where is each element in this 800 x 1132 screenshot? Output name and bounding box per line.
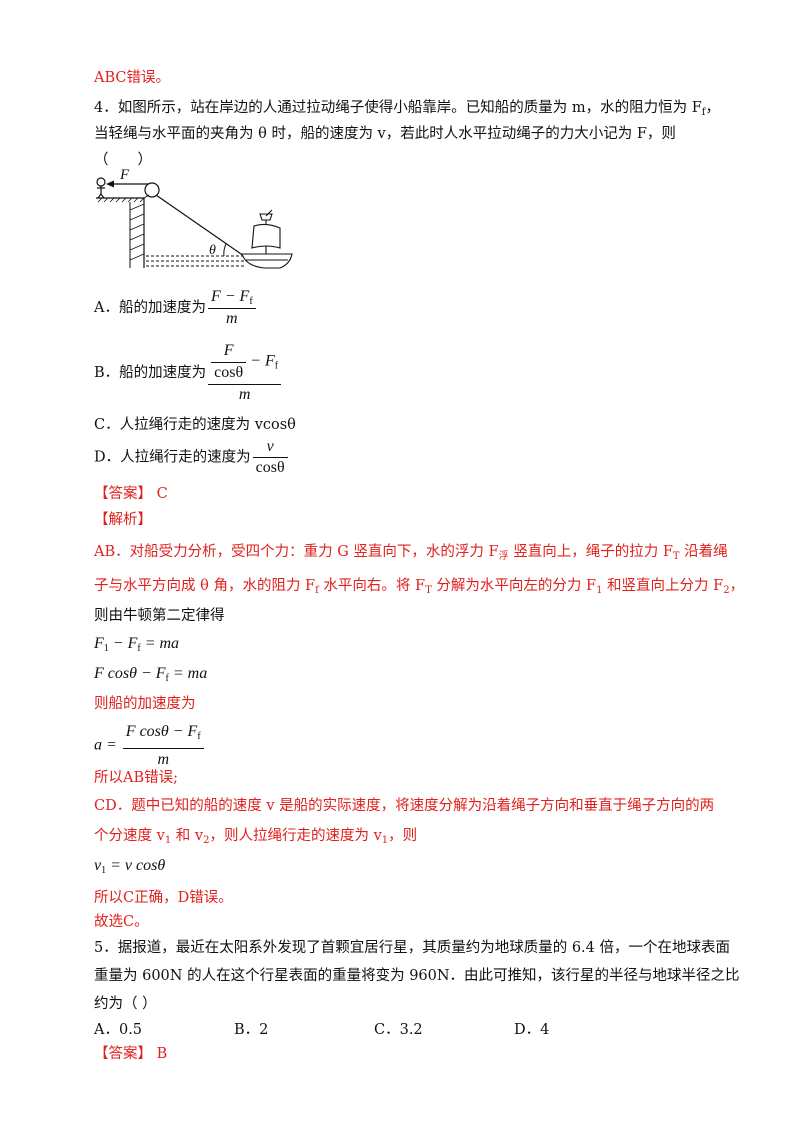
q4-stem-subscript: f [701, 107, 706, 118]
q5-option-c[interactable]: C．3.2 [374, 1022, 423, 1038]
equation-2: F cosθ − Ff = ma [94, 665, 208, 684]
answer-value: C [156, 486, 168, 502]
analysis-para2: 子与水平方向成 θ 角，水的阻力 Ff 水平向右。将 FT 分解为水平向左的分力… [94, 578, 745, 596]
q4-option-c[interactable]: C．人拉绳行走的速度为 vcosθ [94, 417, 296, 433]
equation-4: v1 = v cosθ [94, 857, 166, 876]
answer2-value: B [156, 1046, 168, 1062]
answer-line: 【答案】 C [94, 484, 168, 504]
q4-stem-end: ， [705, 100, 720, 116]
answer2-label: 【答案】 [94, 1046, 152, 1062]
analysis-para3: 则由牛顿第二定律得 [94, 608, 225, 624]
analysis-para7: 个分速度 v1 和 v2，则人拉绳行走的速度为 v1，则 [94, 828, 418, 846]
angle-label: θ [209, 243, 216, 258]
person-icon [96, 177, 106, 199]
equation-1: F1 − Ff = ma [94, 635, 180, 654]
option-d-text: D．人拉绳行走的速度为 [94, 449, 251, 466]
pulley-icon [144, 182, 160, 198]
option-a-text: A．船的加速度为 [94, 300, 206, 316]
q4-stem-line1: 4．如图所示，站在岸边的人通过拉动绳子使得小船靠岸。已知船的质量为 m，水的阻力… [94, 98, 720, 123]
answer-label: 【答案】 [94, 486, 152, 502]
boat-icon [241, 209, 293, 269]
analysis-para4: 则船的加速度为 [94, 696, 196, 712]
q5-stem-line3: 约为（ ） [94, 996, 157, 1012]
force-label: F [119, 168, 130, 183]
q5-stem-line2: 重量为 600N 的人在这个行星表面的重量将变为 960N．由此可推知，该行星的… [94, 968, 740, 984]
analysis-para9: 故选C。 [94, 914, 149, 930]
q5-option-d[interactable]: D．4 [514, 1022, 550, 1038]
pulley-boat-diagram: F θ [96, 168, 293, 269]
analysis-para5: 所以AB错误; [94, 770, 179, 786]
q4-stem-text: 4．如图所示，站在岸边的人通过拉动绳子使得小船靠岸。已知船的质量为 m，水的阻力… [94, 100, 702, 116]
option-b-text: B．船的加速度为 [94, 365, 207, 381]
q5-stem-line1: 5．据报道，最近在太阳系外发现了首颗宜居行星，其质量约为地球质量的 6.4 倍，… [94, 940, 730, 956]
analysis-label: 【解析】 [94, 512, 152, 528]
analysis-para8: 所以C正确，D错误。 [94, 890, 233, 906]
q5-option-a[interactable]: A．0.5 [94, 1022, 143, 1038]
q5-option-b[interactable]: B．2 [234, 1022, 269, 1038]
q4-stem-blank: （ ） [94, 152, 152, 168]
answer2-line: 【答案】 B [94, 1044, 167, 1064]
q4-stem-line2: 当轻绳与水平面的夹角为 θ 时，船的速度为 v，若此时人水平拉动绳子的力大小记为… [94, 126, 676, 142]
analysis-para1: AB．对船受力分析，受四个力：重力 G 竖直向下，水的浮力 F浮 竖直向上，绳子… [94, 544, 728, 562]
previous-answer-tail: ABC错误。 [94, 70, 170, 86]
analysis-para6: CD．题中已知的船的速度 v 是船的实际速度，将速度分解为沿着绳子方向和垂直于绳… [94, 798, 715, 814]
